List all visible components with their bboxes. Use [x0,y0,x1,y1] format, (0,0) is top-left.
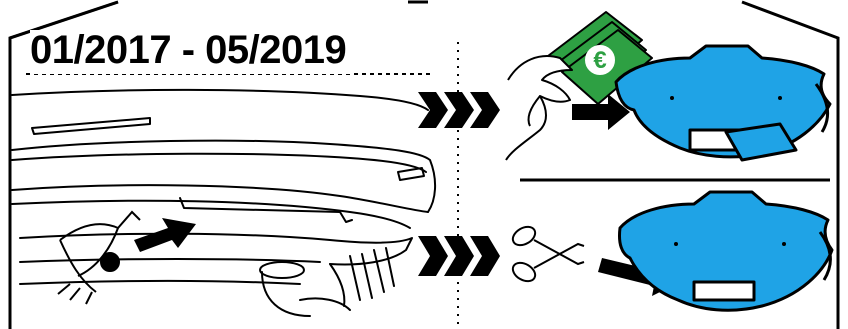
eye-icon [58,212,140,304]
svg-text:€: € [593,47,606,74]
blue-cover-part-top [616,46,830,160]
scissors-icon [510,223,584,285]
triple-chevron-arrow-icon [418,92,500,128]
date-range-label: 01/2017 - 05/2019 [30,30,350,74]
triple-chevron-arrow-icon [418,236,500,276]
blue-cover-part-bottom [619,192,832,310]
car-bumper-illustration [12,90,435,316]
look-arrow-icon [134,218,196,252]
